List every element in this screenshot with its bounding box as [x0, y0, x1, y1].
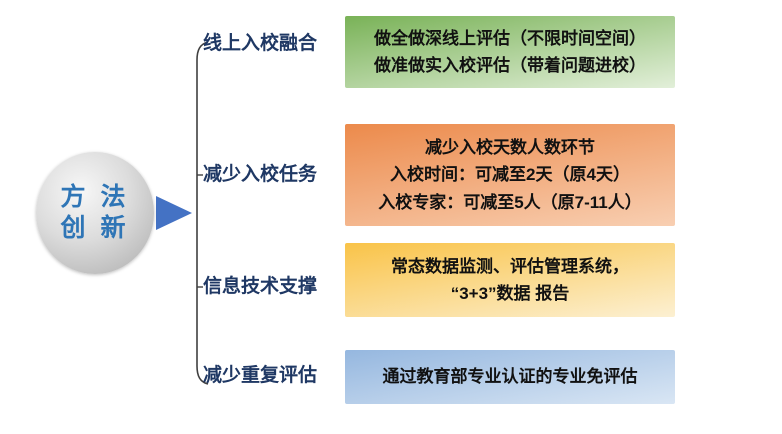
branch-label-reduce-repeat: 减少重复评估: [203, 365, 318, 386]
center-label-line1: 方 法: [60, 182, 130, 211]
box-text-line: 做全做深线上评估（不限时间空间）: [374, 28, 646, 48]
branch-label-it-support: 信息技术支撑: [203, 276, 318, 297]
box-text-line: 做准做实入校评估（带着问题进校）: [374, 56, 646, 75]
right-arrow-icon: [156, 196, 192, 230]
box-text-line: 减少入校天数人数环节: [425, 138, 595, 158]
brace-line: [196, 41, 209, 385]
info-box-reduce-tasks: 减少入校天数人数环节 入校时间：可减至2天（原4天） 入校专家：可减至5人（原7…: [345, 124, 675, 226]
box-text-line: “3+3”数据 报告: [450, 284, 570, 303]
box-text-line: 常态数据监测、评估管理系统，: [391, 256, 629, 276]
center-label-line2: 创 新: [60, 214, 130, 242]
box-text-line: 入校专家：可减至5人（原7-11人）: [378, 192, 642, 212]
branch-label-reduce-tasks: 减少入校任务: [203, 164, 318, 185]
info-box-it-support: 常态数据监测、评估管理系统， “3+3”数据 报告: [345, 243, 675, 317]
info-box-reduce-repeat: 通过教育部专业认证的专业免评估: [345, 350, 675, 404]
info-box-online-fusion: 做全做深线上评估（不限时间空间） 做准做实入校评估（带着问题进校）: [345, 16, 675, 88]
branch-label-online-fusion: 线上入校融合: [203, 33, 318, 54]
box-text-line: 入校时间：可减至2天（原4天）: [390, 165, 630, 185]
center-circle: 方 法 创 新: [36, 152, 154, 274]
box-text-line: 通过教育部专业认证的专业免评估: [382, 367, 638, 387]
